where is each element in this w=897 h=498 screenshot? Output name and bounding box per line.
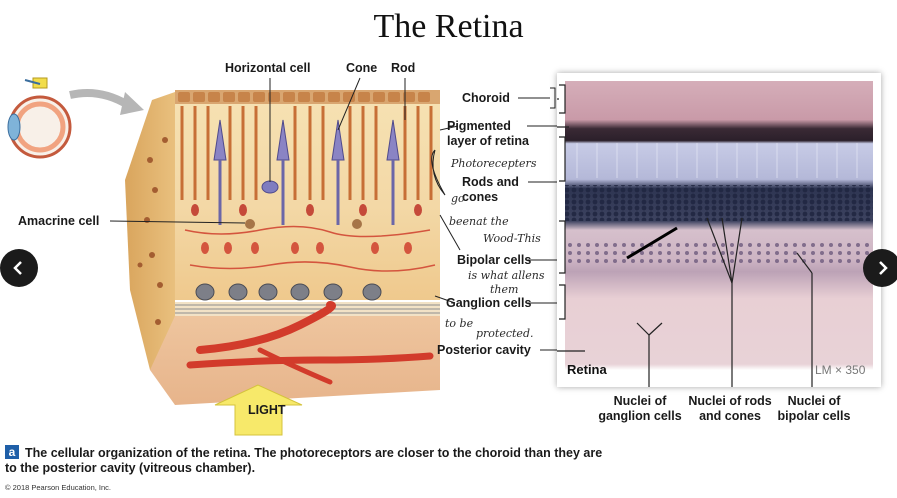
magnification-label: LM × 350: [815, 363, 866, 377]
previous-slide-button[interactable]: [0, 249, 38, 287]
caption-text: The cellular organization of the retina.…: [5, 446, 603, 475]
light-label: LIGHT: [248, 403, 286, 417]
amacrine-cell-label: Amacrine cell: [18, 214, 100, 228]
blood-vessel-icon: [186, 301, 434, 385]
rod-label: Rod: [391, 61, 416, 75]
posterior-cavity-label: Posterior cavity: [437, 343, 531, 357]
retina-micrograph-image: [557, 81, 873, 387]
micrograph-retina-label: Retina: [567, 362, 607, 377]
caption-badge: a: [5, 445, 19, 459]
copyright-notice: © 2018 Pearson Education, Inc.: [5, 483, 112, 492]
retina-diagram: [7, 77, 440, 436]
slide-title: The Retina: [373, 8, 524, 45]
horizontal-cell-label: Horizontal cell: [225, 61, 311, 75]
handwritten-note: protected.: [476, 327, 534, 340]
ganglion-nuclei-label: Nuclei of ganglion cells: [598, 394, 682, 423]
micrograph-panel: Retina LM × 350: [557, 73, 881, 387]
eye-thumbnail-icon: [7, 77, 72, 159]
handwritten-note: is what allens: [468, 269, 545, 282]
rods-and-cones-label: Rods and cones: [462, 175, 519, 204]
handwritten-note: go: [451, 192, 465, 205]
bipolar-nuclei-label: Nuclei of bipolar cells: [777, 394, 851, 423]
handwritten-note: beenat the: [449, 215, 509, 228]
next-slide-button[interactable]: [863, 249, 897, 287]
handwritten-note: them: [490, 283, 519, 296]
handwritten-note: Wood-This: [483, 232, 541, 245]
chevron-left-icon: [13, 261, 22, 275]
handwritten-note: to be: [445, 317, 474, 330]
chevron-right-icon: [879, 261, 888, 275]
bipolar-cells-label: Bipolar cells: [457, 253, 532, 267]
rods-cones-nuclei-label: Nuclei of rods and cones: [688, 394, 772, 423]
pigmented-layer-label: Pigmented layer of retina: [447, 119, 529, 148]
ganglion-cells-label: Ganglion cells: [446, 296, 532, 310]
handwritten-note: Photorecepters: [451, 157, 537, 170]
choroid-label: Choroid: [462, 91, 510, 105]
light-arrow-icon: [214, 384, 303, 436]
cone-label: Cone: [346, 61, 378, 75]
